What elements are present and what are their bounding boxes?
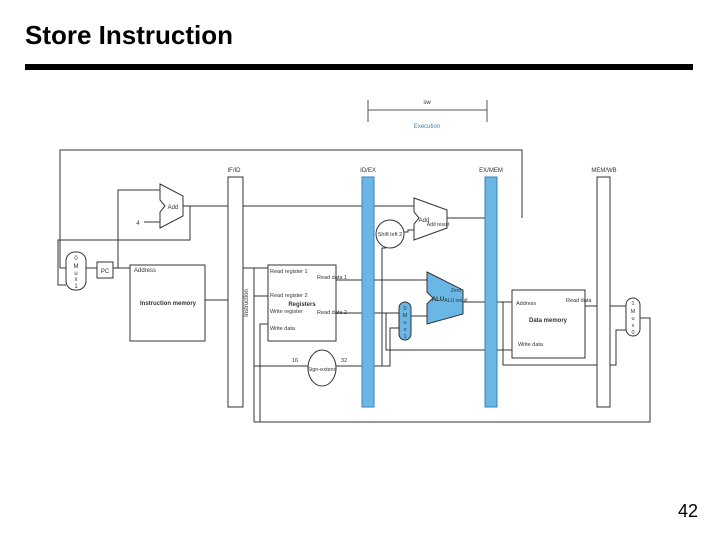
pipeline-register-idex	[361, 176, 375, 408]
pc-mux-letter-u: u	[74, 271, 77, 277]
read-data-2-label: Read data 2	[317, 310, 347, 316]
alu-zero-label: Zero	[451, 288, 462, 294]
instruction-word-label: Instruction	[244, 289, 250, 317]
branch-adder-label: Add	[419, 218, 430, 224]
write-data-label: Write data	[270, 326, 296, 332]
title-rule	[25, 64, 693, 70]
registers-label: Registers	[288, 302, 316, 308]
alu-mux-letter-1: 1	[403, 334, 406, 340]
pipeline-register-memwb	[596, 176, 611, 408]
pipeline-register-label-exmem: EX/MEM	[479, 168, 503, 174]
instruction-memory-address-label: Address	[134, 268, 156, 274]
instruction-memory-label: Instruction memory	[140, 301, 197, 307]
sign-extend-unit	[307, 349, 337, 387]
writeback-mux	[625, 297, 641, 337]
pc-label: PC	[101, 269, 110, 275]
four-constant: 4	[136, 221, 140, 227]
add-result-label: Add result	[427, 222, 450, 228]
wb-mux-letter-1: 1	[631, 301, 634, 307]
pc-mux-letter-1: 1	[74, 284, 78, 290]
pipeline-register-label-ifid: IF/ID	[228, 168, 242, 174]
alu-mux-letter-x: x	[404, 327, 407, 333]
data-memory-read-data-label: Read data	[566, 298, 592, 304]
bits-32-label: 32	[341, 358, 347, 364]
pipeline-register-label-idex: ID/EX	[360, 168, 376, 174]
wb-mux-letter-u: u	[631, 316, 634, 322]
alu-mux-letter-u: u	[403, 320, 406, 326]
shift-left-unit	[375, 219, 405, 249]
pipeline-register-ifid	[227, 176, 244, 408]
pc-mux-letter-x: x	[75, 277, 78, 283]
alu-result-label: ALU result	[444, 298, 468, 304]
wb-mux-letter-x: x	[632, 323, 635, 329]
wb-mux-letter-0: 0	[631, 330, 634, 336]
data-memory	[511, 289, 586, 359]
pc-register	[96, 261, 114, 279]
alu-mux-letter-m: M	[403, 313, 408, 319]
stage-name-label: Execution	[414, 124, 440, 130]
register-file	[267, 264, 337, 342]
data-memory-write-data-label: Write data	[518, 342, 544, 348]
alu-label: ALU	[432, 297, 444, 303]
pc-mux	[65, 251, 87, 291]
alu	[426, 271, 464, 325]
pipeline-register-label-memwb: MEM/WB	[591, 168, 616, 174]
pipeline-register-exmem	[484, 176, 498, 408]
write-register-label: Write register	[270, 309, 303, 315]
datapath-wires	[57, 149, 651, 423]
pc-mux-letter-0: 0	[74, 256, 78, 262]
sign-extend-label: Sign-extend	[307, 367, 336, 373]
page-number: 42	[677, 501, 698, 521]
pc-mux-letter-m: M	[74, 264, 79, 270]
read-data-1-label: Read data 1	[317, 275, 347, 281]
read-register-2-label: Read register 2	[270, 293, 308, 299]
branch-adder	[413, 197, 448, 241]
stage-indicator	[367, 100, 488, 122]
read-register-1-label: Read register 1	[270, 269, 308, 275]
data-memory-address-label: Address	[516, 301, 536, 307]
pc-adder-label: Add	[168, 205, 179, 211]
pc-adder	[159, 183, 184, 229]
bits-16-label: 16	[292, 358, 298, 364]
alu-src-mux	[398, 301, 412, 341]
instruction-memory	[129, 264, 206, 342]
alu-mux-letter-0: 0	[403, 306, 406, 312]
slide-title: Store Instruction	[25, 20, 234, 50]
data-memory-label: Data memory	[529, 318, 568, 324]
wb-mux-letter-m: M	[631, 309, 636, 315]
stage-instruction-label: sw	[423, 100, 431, 106]
shift-left-label: Shift left 2	[378, 232, 402, 238]
